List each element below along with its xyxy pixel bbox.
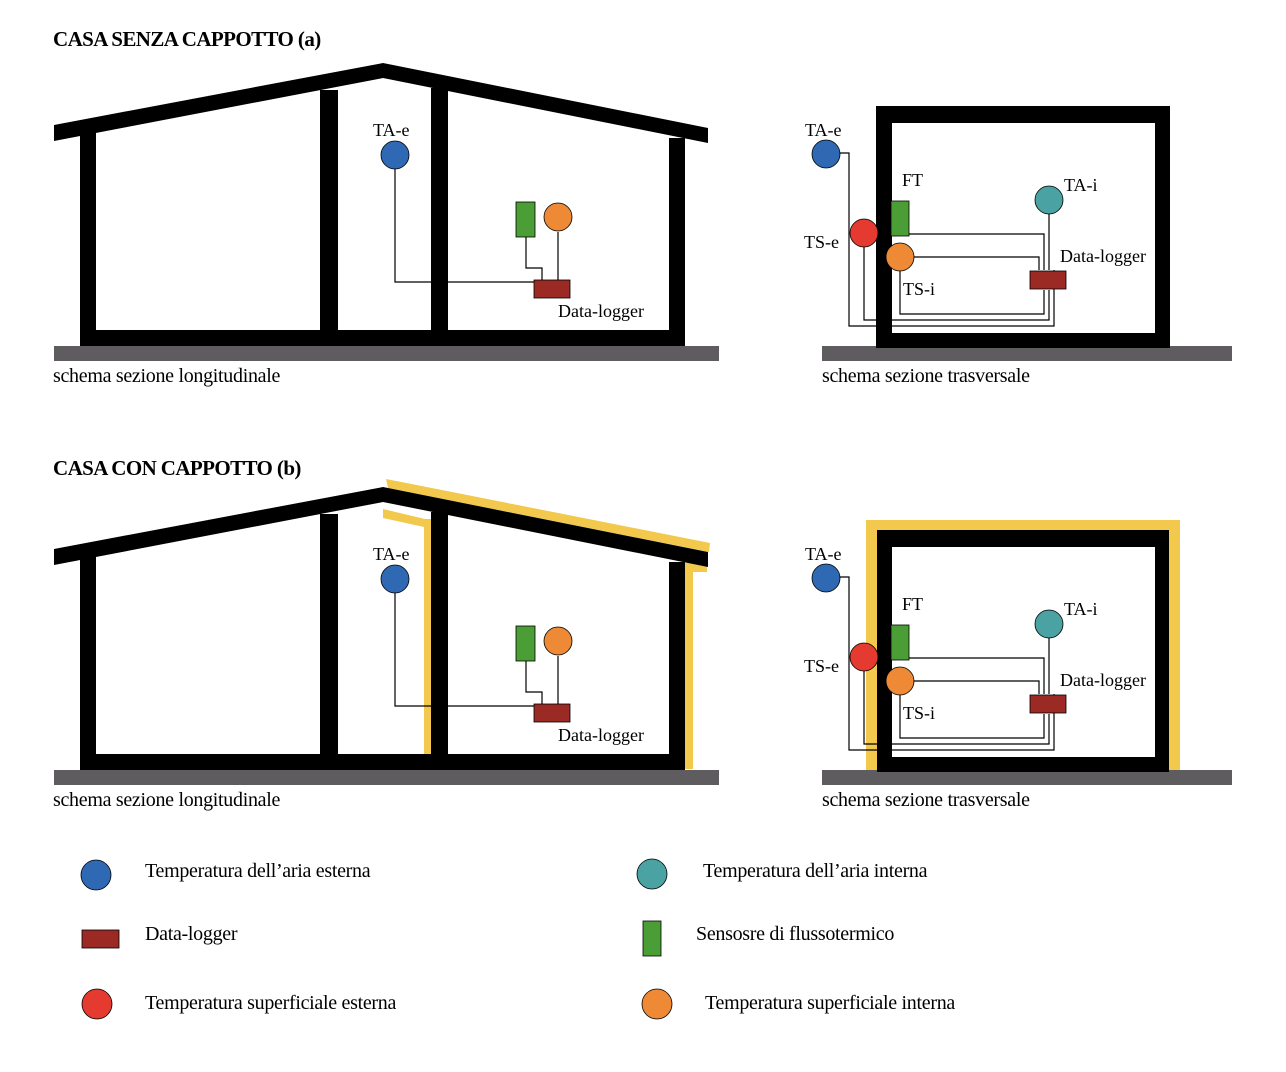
ta-e-sensor	[380, 564, 410, 594]
legend-data-logger-text: Data-logger	[145, 923, 238, 945]
legend-ts-i-icon	[641, 988, 673, 1020]
wire	[525, 237, 543, 280]
ground-bar	[54, 346, 719, 361]
section-b-title: CASA CON CAPPOTTO (b)	[53, 456, 301, 480]
ground-bar	[54, 770, 719, 785]
section-b-transverse-caption: schema sezione trasversale	[822, 789, 1030, 811]
ground-bar	[822, 346, 1232, 361]
legend-ta-e-text: Temperatura dell’aria esterna	[145, 860, 371, 882]
ft-sensor	[515, 201, 536, 238]
ta-e-label: TA-e	[805, 544, 842, 564]
data-logger-label: Data-logger	[558, 725, 644, 745]
ta-i-sensor	[1034, 609, 1064, 639]
wire	[909, 657, 1045, 694]
wire	[912, 680, 1040, 694]
wire	[863, 247, 1050, 321]
right-wall	[669, 562, 685, 770]
wire	[909, 233, 1045, 270]
left-wall	[80, 132, 96, 346]
legend-ta-e-icon	[80, 859, 112, 891]
ft-sensor	[515, 625, 536, 662]
interior-wall-1	[320, 514, 338, 770]
legend-ta-i-text: Temperatura dell’aria interna	[703, 860, 928, 882]
floor-slab	[80, 754, 685, 770]
ft-sensor	[890, 624, 910, 661]
ts-e-sensor	[849, 218, 879, 248]
data-logger-label: Data-logger	[558, 301, 644, 321]
ft-sensor	[890, 200, 910, 237]
data-logger-box	[1029, 694, 1067, 714]
ts-i-sensor	[885, 666, 915, 696]
ft-label: FT	[902, 594, 923, 614]
legend-ts-e-text: Temperatura superficiale esterna	[145, 992, 397, 1014]
ta-e-sensor	[380, 140, 410, 170]
floor-slab	[80, 330, 685, 346]
ta-i-label: TA-i	[1064, 175, 1098, 195]
ts-e-sensor	[849, 642, 879, 672]
data-logger-box	[533, 703, 571, 723]
wire	[912, 256, 1040, 270]
roof	[54, 63, 708, 143]
ta-e-label: TA-e	[805, 120, 842, 140]
legend-ts-i-text: Temperatura superficiale interna	[705, 992, 955, 1014]
ft-label: FT	[902, 170, 923, 190]
data-logger-label: Data-logger	[1060, 246, 1146, 266]
wall-insulation-upper	[383, 509, 433, 757]
data-logger-box	[1029, 270, 1067, 290]
ta-i-sensor	[1034, 185, 1064, 215]
legend-ft-icon	[642, 920, 662, 957]
wire	[826, 152, 1055, 327]
ground-bar	[822, 770, 1232, 785]
section-b-longitudinal-caption: schema sezione longitudinale	[53, 789, 281, 811]
roof	[54, 487, 708, 567]
wire	[863, 671, 1050, 745]
data-logger-box	[533, 279, 571, 299]
ta-i-label: TA-i	[1064, 599, 1098, 619]
ts-e-label: TS-e	[804, 656, 839, 676]
wire	[826, 576, 1055, 751]
wire	[394, 167, 536, 283]
legend-ts-e-icon	[81, 988, 113, 1020]
legend-ft-text: Sensosre di flussotermico	[696, 923, 895, 945]
ta-e-sensor	[811, 139, 841, 169]
data-logger-label: Data-logger	[1060, 670, 1146, 690]
right-wall	[669, 138, 685, 346]
wire	[899, 271, 1045, 315]
ts-i-sensor	[543, 626, 573, 656]
wire	[394, 592, 536, 707]
ts-i-label: TS-i	[903, 703, 935, 723]
ts-i-sensor	[543, 202, 573, 232]
ta-e-label: TA-e	[373, 544, 410, 564]
ta-e-sensor	[811, 563, 841, 593]
ts-i-sensor	[885, 242, 915, 272]
left-wall	[80, 556, 96, 770]
ta-e-label: TA-e	[373, 120, 410, 140]
roof-insulation	[386, 479, 710, 552]
right-wall-insulation	[682, 563, 707, 769]
interior-wall-1	[320, 90, 338, 346]
legend-data-logger-icon	[81, 929, 120, 949]
section-a-longitudinal-caption: schema sezione longitudinale	[53, 365, 281, 387]
wire	[899, 695, 1045, 739]
wire	[525, 661, 543, 704]
section-a-title: CASA SENZA CAPPOTTO (a)	[53, 27, 321, 51]
ts-e-label: TS-e	[804, 232, 839, 252]
ts-i-label: TS-i	[903, 279, 935, 299]
section-a-transverse-caption: schema sezione trasversale	[822, 365, 1030, 387]
legend-ta-i-icon	[636, 858, 668, 890]
